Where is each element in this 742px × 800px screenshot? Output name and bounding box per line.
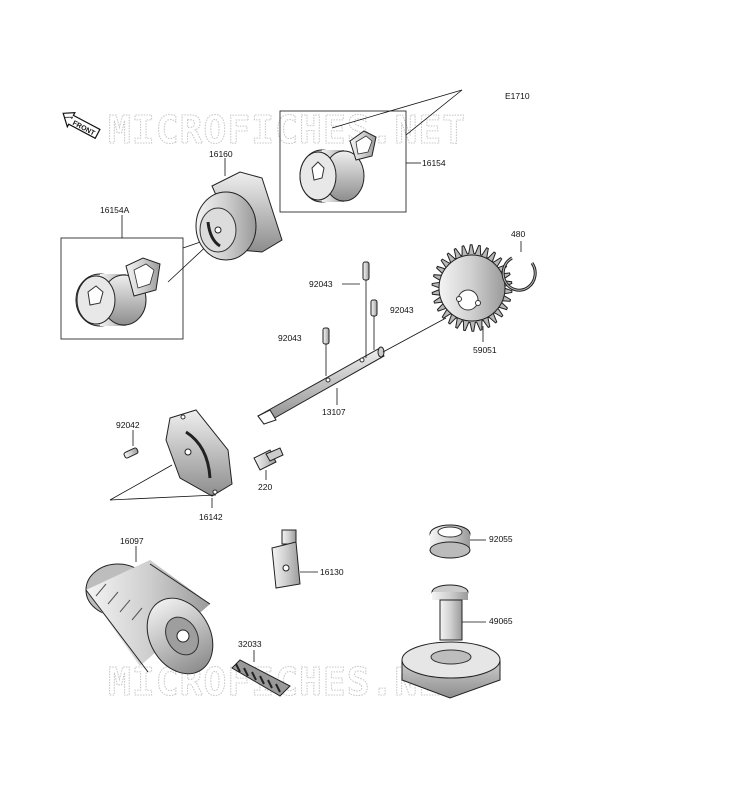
inner-rotor-icon bbox=[349, 130, 377, 161]
pump-cover-icon bbox=[165, 409, 233, 497]
inner-rotor-a-icon bbox=[125, 257, 161, 297]
label-92055[interactable]: 92055 bbox=[489, 534, 513, 544]
label-220[interactable]: 220 bbox=[258, 482, 272, 492]
label-480[interactable]: 480 bbox=[511, 229, 525, 239]
front-arrow-icon: FRONT bbox=[62, 112, 101, 140]
bolt-icon bbox=[253, 447, 284, 471]
plug-icon bbox=[429, 524, 471, 559]
label-16142[interactable]: 16142 bbox=[199, 512, 223, 522]
outer-rotor-icon bbox=[299, 149, 365, 203]
strainer-icon bbox=[401, 584, 501, 699]
fitting-icon bbox=[271, 529, 301, 589]
circlip-icon bbox=[501, 256, 537, 292]
label-16097[interactable]: 16097 bbox=[120, 536, 144, 546]
label-16130[interactable]: 16130 bbox=[320, 567, 344, 577]
label-49065[interactable]: 49065 bbox=[489, 616, 513, 626]
gear-icon bbox=[431, 244, 513, 332]
label-59051[interactable]: 59051 bbox=[473, 345, 497, 355]
dowel-pin-icon bbox=[123, 447, 139, 459]
diagram-code: E1710 bbox=[505, 91, 530, 101]
label-16154[interactable]: 16154 bbox=[422, 158, 446, 168]
shaft-icon bbox=[257, 346, 385, 425]
pump-body-icon bbox=[195, 171, 283, 261]
label-16154A[interactable]: 16154A bbox=[100, 205, 130, 215]
label-32033[interactable]: 32033 bbox=[238, 639, 262, 649]
label-92043-c[interactable]: 92043 bbox=[278, 333, 302, 343]
spring-icon bbox=[231, 659, 291, 697]
group-box-16154 bbox=[279, 110, 407, 213]
pin-icon bbox=[322, 261, 378, 345]
label-92042[interactable]: 92042 bbox=[116, 420, 140, 430]
oil-filter-icon bbox=[85, 560, 214, 675]
label-92043-b[interactable]: 92043 bbox=[390, 305, 414, 315]
label-16160[interactable]: 16160 bbox=[209, 149, 233, 159]
label-13107[interactable]: 13107 bbox=[322, 407, 346, 417]
label-92043-a[interactable]: 92043 bbox=[309, 279, 333, 289]
